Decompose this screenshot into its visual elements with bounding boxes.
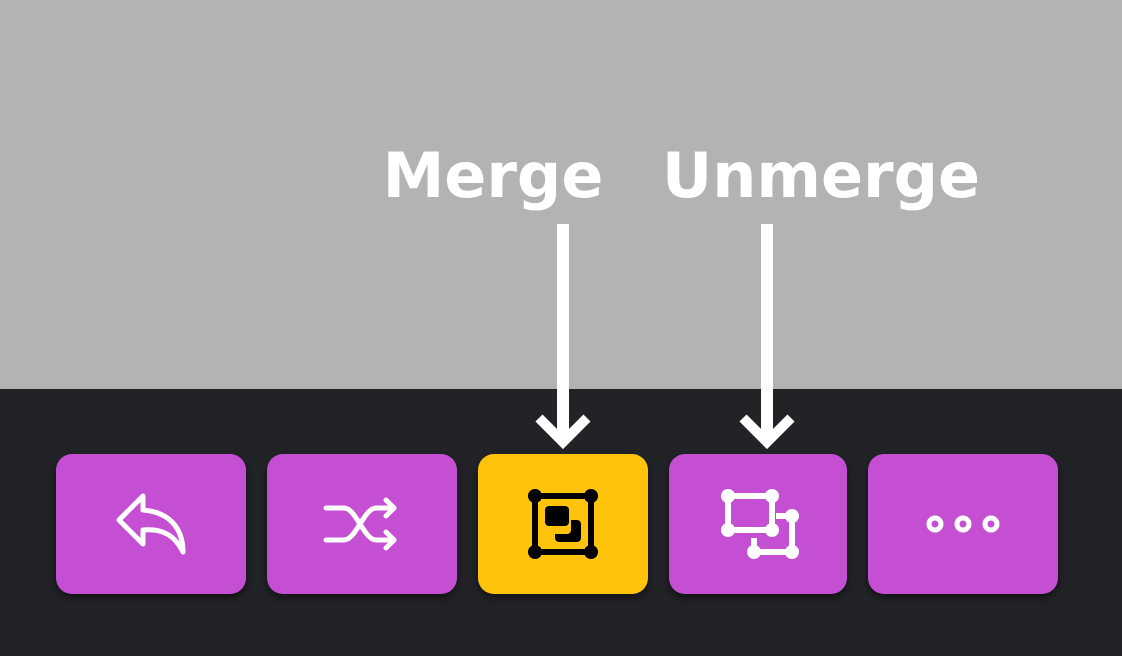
unmerge-button[interactable]	[669, 454, 847, 594]
unmerge-annotation-label: Unmerge	[661, 139, 981, 212]
more-dots-icon	[926, 515, 1000, 533]
unmerge-annotation-arrow	[739, 224, 795, 450]
undo-arrow-icon	[116, 493, 186, 555]
shuffle-button[interactable]	[267, 454, 457, 594]
merge-icon	[528, 489, 598, 559]
merge-button[interactable]	[478, 454, 648, 594]
merge-annotation-arrow	[535, 224, 591, 450]
undo-button[interactable]	[56, 454, 246, 594]
more-options-button[interactable]	[868, 454, 1058, 594]
merge-annotation-label: Merge	[382, 139, 604, 212]
unmerge-icon	[721, 489, 799, 559]
shuffle-icon	[323, 497, 397, 551]
